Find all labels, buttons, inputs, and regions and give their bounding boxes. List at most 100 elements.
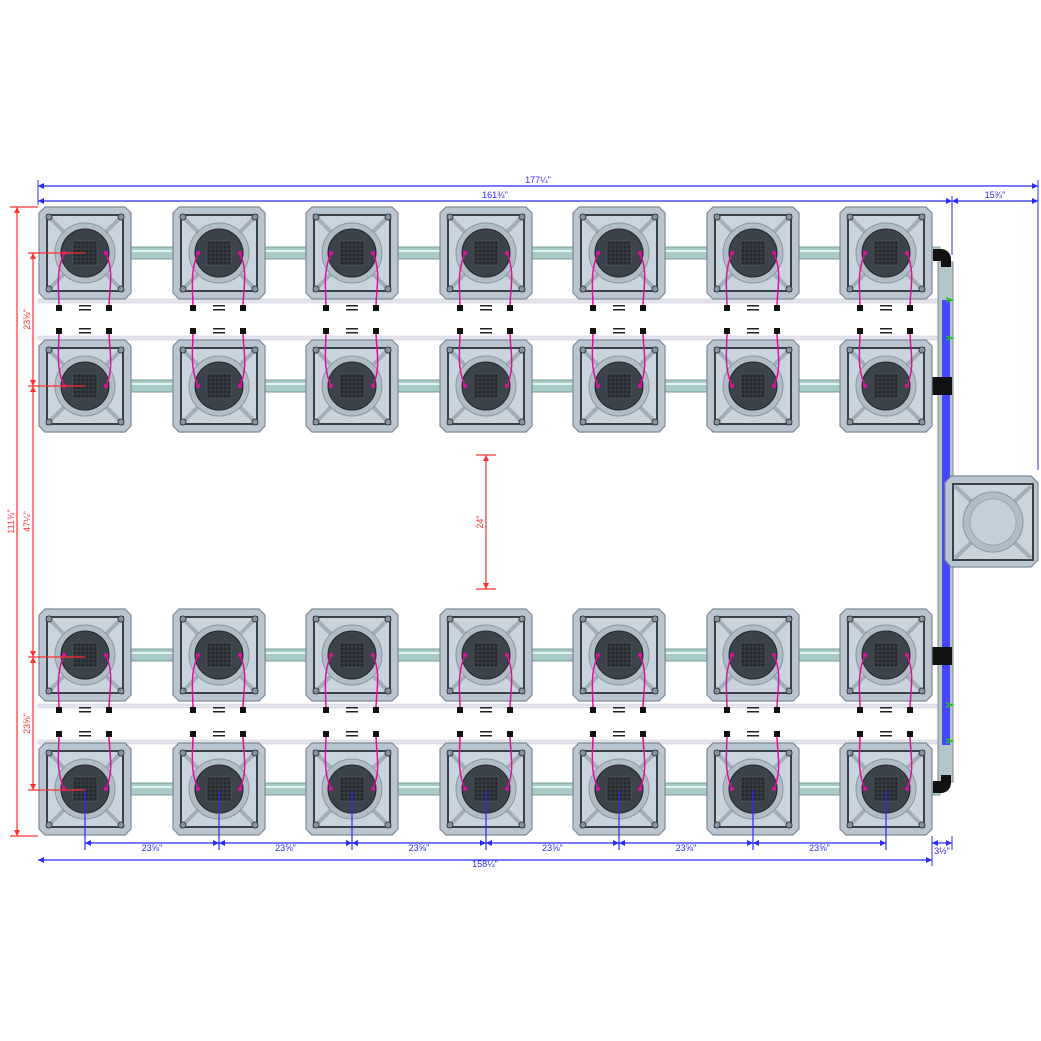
drip-stake [373, 731, 379, 737]
corner-bolt [579, 346, 587, 354]
drip-stake [323, 305, 329, 311]
drip-stake [106, 731, 112, 737]
pot [572, 608, 666, 713]
corner-bolt [446, 213, 454, 221]
dimension-label: 23⅝" [409, 843, 430, 853]
drip-line [324, 654, 332, 711]
pot [706, 206, 800, 311]
corner-bolt [117, 749, 125, 757]
emitter [905, 653, 909, 657]
corner-bolt [251, 615, 259, 623]
corner-bolt [785, 346, 793, 354]
drip-stake [640, 305, 646, 311]
emitter [772, 251, 776, 255]
corner-bolt [713, 687, 721, 695]
drip-line [591, 733, 599, 790]
drain-clip [79, 332, 91, 334]
corner-bolt [918, 615, 926, 623]
pot [439, 731, 533, 836]
corner-bolt [713, 285, 721, 293]
drain-clip [880, 309, 892, 311]
drip-stake [590, 328, 596, 334]
corner-bolt [579, 821, 587, 829]
corner-bolt [579, 285, 587, 293]
emitter [463, 653, 467, 657]
drip-line [906, 733, 913, 790]
emitter [730, 251, 734, 255]
corner-bolt [251, 821, 259, 829]
drip-stake [457, 305, 463, 311]
drain-clip [747, 309, 759, 311]
emitter [329, 787, 333, 791]
emitter [505, 653, 509, 657]
drip-line [906, 252, 913, 309]
corner-bolt [384, 749, 392, 757]
corner-bolt [251, 346, 259, 354]
corner-bolt [713, 749, 721, 757]
drip-stake [774, 707, 780, 713]
drip-stake [240, 305, 246, 311]
corner-bolt [312, 346, 320, 354]
drain-clip [480, 332, 492, 334]
drip-line [506, 252, 513, 309]
emitter [730, 787, 734, 791]
drip-stake [507, 707, 513, 713]
corner-bolt [785, 285, 793, 293]
emitter [104, 384, 108, 388]
drain-clip [213, 731, 225, 733]
pot-grid [38, 206, 933, 836]
drip-line [506, 654, 513, 711]
corner-bolt [45, 418, 53, 426]
emitter [371, 787, 375, 791]
corner-bolt [312, 687, 320, 695]
drain-clip [346, 305, 358, 307]
corner-bolt [518, 418, 526, 426]
emitter [196, 653, 200, 657]
drip-line [324, 733, 332, 790]
drain-clip [79, 309, 91, 311]
drain-clip [346, 328, 358, 330]
emitter [772, 787, 776, 791]
pot [572, 206, 666, 311]
corner-bolt [251, 285, 259, 293]
drip-stake [907, 707, 913, 713]
emitter [596, 653, 600, 657]
emitter [863, 251, 867, 255]
corner-bolt [45, 213, 53, 221]
emitter [596, 384, 600, 388]
drain-clip [480, 309, 492, 311]
drain-clip [880, 707, 892, 709]
drain-clip [880, 328, 892, 330]
drip-stake [106, 305, 112, 311]
elbow-top [933, 249, 951, 267]
drain-clip [747, 731, 759, 733]
drip-stake [106, 707, 112, 713]
drip-line [372, 654, 379, 711]
emitter [371, 251, 375, 255]
emitter [329, 251, 333, 255]
drain-clip [480, 328, 492, 330]
corner-bolt [179, 285, 187, 293]
drip-line [591, 330, 599, 387]
corner-bolt [918, 821, 926, 829]
corner-bolt [785, 418, 793, 426]
drip-line [105, 252, 112, 309]
corner-bolt [384, 418, 392, 426]
dimension-lines: 177¼"161¾"15¾"23⅝"23⅝"23⅝"23⅝"23⅝"23⅝"15… [6, 175, 1039, 869]
drip-line [57, 654, 65, 711]
corner-bolt [846, 821, 854, 829]
corner-bolt [785, 821, 793, 829]
drain-clip [79, 328, 91, 330]
drip-stake [724, 305, 730, 311]
corner-bolt [518, 285, 526, 293]
drip-line [858, 654, 866, 711]
corner-bolt [45, 615, 53, 623]
corner-bolt [117, 213, 125, 221]
drip-stake [457, 328, 463, 334]
drain-clip [213, 305, 225, 307]
drip-stake [774, 328, 780, 334]
corner-bolt [384, 285, 392, 293]
pot [38, 608, 132, 713]
drain-clip [880, 711, 892, 713]
